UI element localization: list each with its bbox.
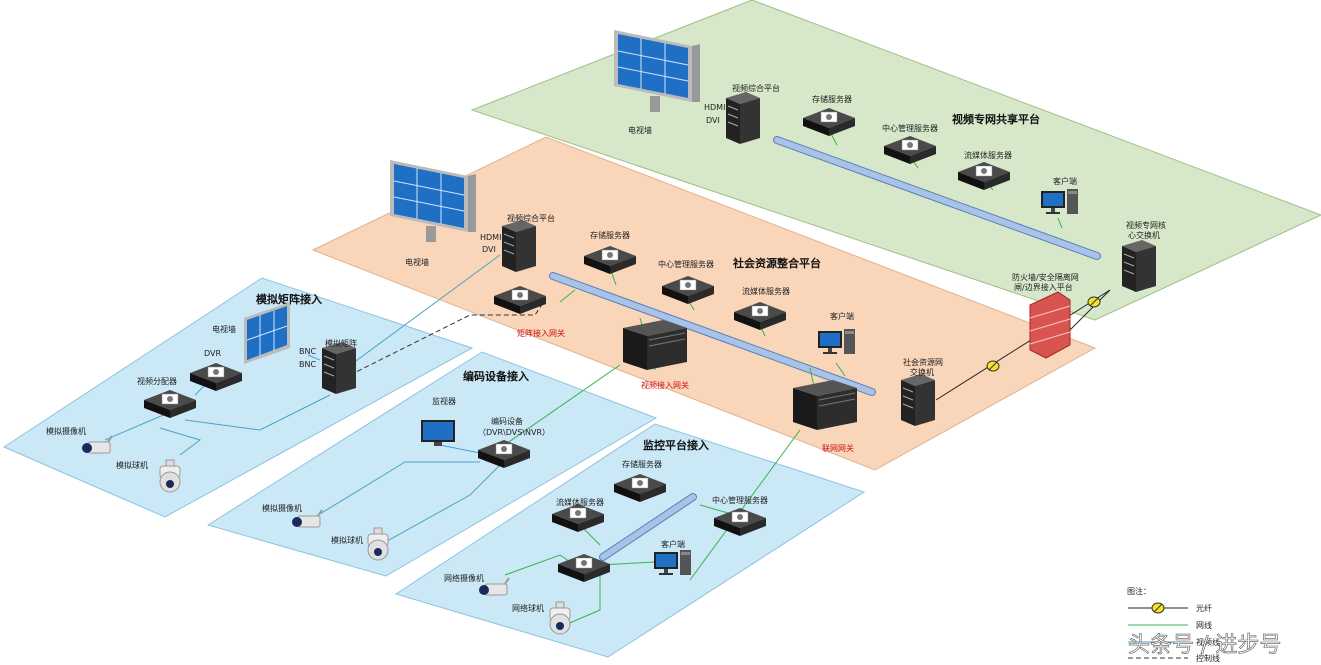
fiber-connector-icon xyxy=(1151,602,1165,614)
monitor-zone-title: 监控平台接入 xyxy=(643,438,709,452)
video-distributor-label: 视频分配器 xyxy=(137,376,177,386)
matrix-zone-title: 模拟矩阵接入 xyxy=(256,292,322,306)
matrix-zone xyxy=(2,277,474,518)
share-core-switch xyxy=(1121,239,1157,293)
matrix-tv-wall xyxy=(244,302,290,364)
share-dvi-label: DVI xyxy=(706,116,720,125)
social-matrix-gateway-label: 矩阵接入网关 xyxy=(517,328,565,338)
matrix-bnc-label-1: BNC xyxy=(299,347,316,356)
share-zone-title: 视频专网共享平台 xyxy=(952,112,1040,126)
encode-zone-title: 编码设备接入 xyxy=(463,369,529,383)
encode-analog-dome-label: 模拟球机 xyxy=(331,535,363,545)
encoder-label-2: （DVR\DVS\NVR） xyxy=(478,428,550,437)
social-network-gateway-label: 联网网关 xyxy=(822,443,854,453)
social-platform-zone xyxy=(311,136,1097,471)
legend-network-label: 网线 xyxy=(1196,620,1212,630)
encoder-label-1: 编码设备 xyxy=(491,416,523,426)
social-video-gateway xyxy=(622,319,688,371)
social-switch xyxy=(900,373,936,427)
firewall-icon xyxy=(1029,291,1071,359)
legend-fiber-label: 光纤 xyxy=(1196,603,1212,613)
share-tv-wall-label: 电视墙 xyxy=(628,125,652,135)
social-hdmi-label: HDMI xyxy=(480,233,501,242)
share-core-switch-label-1: 视频专网核 xyxy=(1126,220,1166,230)
legend-control-label: 控制线 xyxy=(1196,653,1220,663)
watermark: 头条号 / 进步号 xyxy=(1128,633,1281,658)
social-video-platform-label: 视频综合平台 xyxy=(507,213,555,223)
matrix-bnc-label-2: BNC xyxy=(299,360,316,369)
share-fiber-backbone-inner xyxy=(774,137,1100,259)
matrix-tv-wall-label: 电视墙 xyxy=(212,324,236,334)
share-stream-label: 流媒体服务器 xyxy=(964,150,1012,160)
legend-video-label: 视频线 xyxy=(1196,637,1220,647)
share-video-platform-label: 视频综合平台 xyxy=(732,83,780,93)
share-hdmi-label: HDMI xyxy=(704,103,725,112)
social-network-gateway xyxy=(792,379,858,431)
monitor-fiber-backbone-inner xyxy=(600,494,696,560)
social-video-platform xyxy=(501,219,537,273)
dvr-label: DVR xyxy=(204,349,221,358)
legend: 图注： 光纤 网线 视频线 控制线 xyxy=(1127,586,1220,663)
social-fiber-backbone-inner xyxy=(550,273,875,395)
share-video-platform xyxy=(725,91,761,145)
social-storage-label: 存储服务器 xyxy=(590,230,630,240)
share-storage-label: 存储服务器 xyxy=(812,94,852,104)
monitor-stream-label: 流媒体服务器 xyxy=(556,497,604,507)
share-core-switch-label-2: 心交换机 xyxy=(1128,230,1160,240)
social-cms-label: 中心管理服务器 xyxy=(658,259,714,269)
analog-matrix-label: 模拟矩阵 xyxy=(325,338,357,348)
network-camera-label: 网络摄像机 xyxy=(444,573,484,583)
legend-title: 图注： xyxy=(1127,586,1151,596)
encode-monitor-label: 监视器 xyxy=(432,396,456,406)
social-switch-label-2: 交换机 xyxy=(910,367,934,377)
share-cms-label: 中心管理服务器 xyxy=(882,123,938,133)
firewall-label-1: 防火墙/安全隔离网 xyxy=(1012,272,1079,282)
social-client-label: 客户端 xyxy=(830,311,854,321)
share-client-label: 客户端 xyxy=(1053,176,1077,186)
monitor-cms-label: 中心管理服务器 xyxy=(712,495,768,505)
fiber-connector-icon xyxy=(1087,296,1101,308)
social-switch-label-1: 社会资源网 xyxy=(903,357,943,367)
social-stream-label: 流媒体服务器 xyxy=(742,286,790,296)
analog-matrix xyxy=(321,341,357,395)
monitor-storage-label: 存储服务器 xyxy=(622,459,662,469)
encode-analog-camera-label: 模拟摄像机 xyxy=(262,503,302,513)
matrix-analog-camera-label: 模拟摄像机 xyxy=(46,426,86,436)
firewall-label-2: 闸/边界接入平台 xyxy=(1014,282,1073,292)
network-dome-label: 网络球机 xyxy=(512,603,544,613)
social-zone-title: 社会资源整合平台 xyxy=(732,256,821,270)
social-tv-wall-label: 电视墙 xyxy=(405,257,429,267)
matrix-analog-dome-label: 模拟球机 xyxy=(116,460,148,470)
fiber-connector-icon xyxy=(986,360,1000,372)
social-dvi-label: DVI xyxy=(482,245,496,254)
monitor-display xyxy=(421,420,455,446)
monitor-client-label: 客户端 xyxy=(661,539,685,549)
social-video-gateway-label: 视频接入网关 xyxy=(641,380,689,390)
connection-lines xyxy=(104,129,1111,626)
